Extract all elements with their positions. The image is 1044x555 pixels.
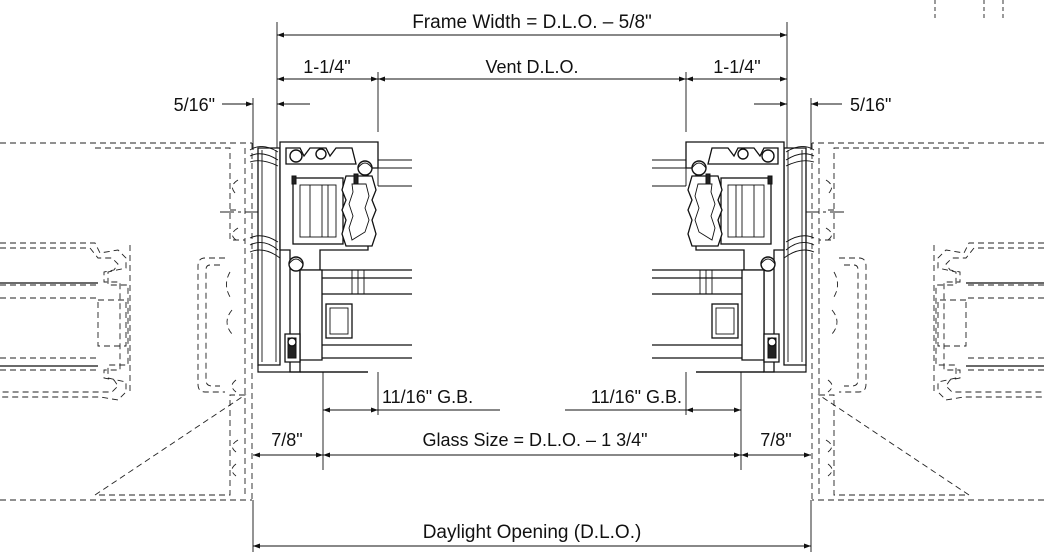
daylight-opening-dimension: Daylight Opening (D.L.O.) [252, 500, 812, 552]
glass-size-dimension: 7/8" Glass Size = D.L.O. – 1 3/4" 7/8" [253, 428, 811, 458]
frame-width-label: Frame Width = D.L.O. – 5/8" [412, 12, 652, 33]
left-vent-section [249, 141, 412, 373]
right-adjacent-frame [784, 142, 1044, 501]
frame-width-dimension: Frame Width = D.L.O. – 5/8" [276, 8, 788, 160]
vent-dlo-label: Vent D.L.O. [485, 57, 578, 77]
right-frame-offset-label: 5/16" [850, 95, 891, 115]
daylight-opening-label: Daylight Opening (D.L.O.) [423, 522, 642, 543]
right-vent-section [652, 141, 815, 373]
glass-bite-dimensions: 11/16" G.B. 11/16" G.B. [322, 372, 742, 470]
right-glass-bite-label: 11/16" G.B. [591, 387, 682, 407]
glass-size-label: Glass Size = D.L.O. – 1 3/4" [423, 430, 648, 450]
left-frame-offset-label: 5/16" [174, 95, 215, 115]
frame-offset-dimensions: 5/16" 5/16" [174, 95, 891, 150]
right-glass-clear-label: 7/8" [760, 430, 791, 450]
right-vent-offset-label: 1-1/4" [713, 57, 760, 77]
left-adjacent-frame [0, 142, 280, 501]
left-glass-bite-label: 11/16" G.B. [382, 387, 473, 407]
left-vent-offset-label: 1-1/4" [303, 57, 350, 77]
corner-ticks [934, 0, 1004, 18]
left-glass-clear-label: 7/8" [271, 430, 302, 450]
vent-dimension: 1-1/4" Vent D.L.O. 1-1/4" [277, 55, 787, 132]
